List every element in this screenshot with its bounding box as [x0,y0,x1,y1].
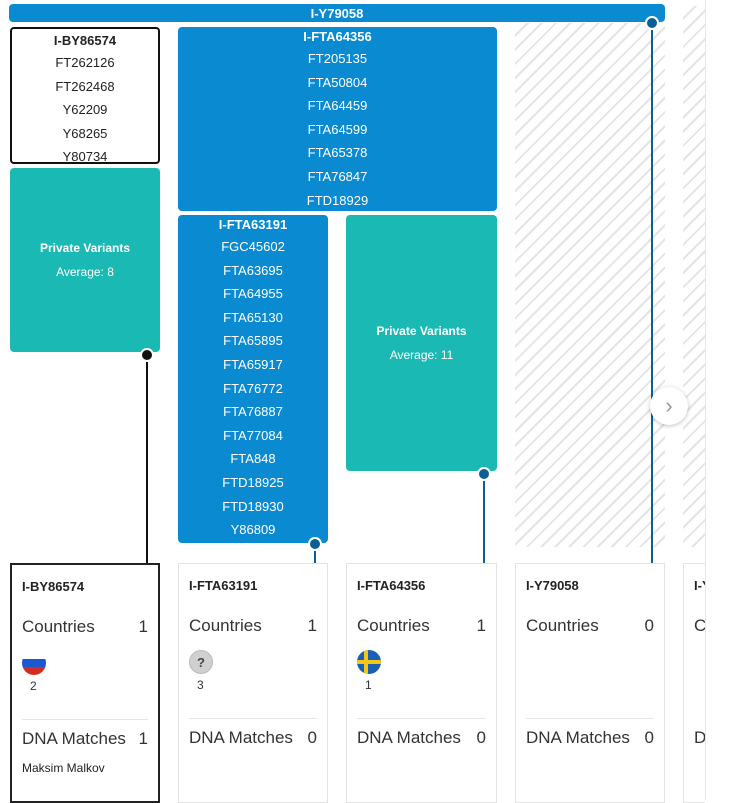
variant-item: FGC45602 [221,239,285,254]
branch-header: I-FTA63191 [218,217,288,232]
chevron-right-icon: › [665,393,673,418]
dna-matches-label: DNA Matches [357,728,461,747]
countries-count: 1 [138,617,148,636]
variant-item: FTA76847 [307,168,368,184]
variant-item: FTA65917 [223,356,283,372]
countries-label: Countries [526,616,599,635]
branch-box-by86574[interactable]: I-BY86574 FT262126 FT262468 Y62209 Y6826… [10,27,160,164]
variant-item: FTD18929 [306,192,369,208]
connector-line [146,354,148,566]
branch-bar-label: I-Y79058 [310,5,364,21]
variant-item: FTD18930 [222,498,284,514]
connector-dot [645,16,659,30]
countries-count: 0 [644,616,654,635]
countries-label: Countries [189,616,262,635]
variant-item: FTA76772 [223,380,283,396]
private-variants-title: Private Variants [376,324,467,338]
variant-item: FTA65378 [307,145,368,161]
private-variants-average: Average: 11 [389,348,454,362]
connector-line [314,544,316,566]
variant-item: FTA65130 [223,309,283,325]
haplogroup-card-y79058[interactable]: I-Y79058 Countries 0 DNA Matches 0 [515,563,665,803]
variant-item: Y62209 [62,102,108,118]
connector-line [483,474,485,566]
branch-header: I-FTA64356 [303,29,372,44]
right-edge-divider [705,0,706,800]
member-name[interactable]: Maksim Malkov [22,761,105,775]
connector-dot [477,467,491,481]
countries-label: Countries [22,617,95,636]
countries-label: C [694,616,705,635]
dna-matches-count: 0 [644,728,654,747]
variant-item: FTD18925 [222,474,284,490]
branch-box-fta64356[interactable]: I-FTA64356 FT205135 FTA50804 FTA64459 FT… [178,27,497,211]
card-title: I-Y79058 [526,578,579,593]
branch-box-fta63191[interactable]: I-FTA63191 FGC45602 FTA63695 FTA64955 FT… [178,215,328,543]
card-title: I-Y [694,578,705,593]
countries-count: 1 [476,616,486,635]
private-variants-box-left[interactable]: Private Variants Average: 8 [10,168,160,352]
haplogroup-card-fta64356[interactable]: I-FTA64356 Countries 1 1 DNA Matches 0 [346,563,497,803]
card-divider [22,719,148,720]
unknown-flag-icon[interactable]: ? [189,650,213,674]
connector-line [651,23,653,566]
haplogroup-card-by86574[interactable]: I-BY86574 Countries 1 2 DNA Matches 1 Ma… [10,563,160,803]
variant-item: Y80734 [62,149,108,165]
sweden-flag-icon[interactable] [357,650,381,674]
card-divider [189,718,317,719]
card-title: I-FTA64356 [357,578,426,593]
variant-item: FTA64599 [307,121,368,137]
dna-matches-count: 1 [138,729,148,748]
private-variants-title: Private Variants [39,241,131,255]
branch-header: I-BY86574 [53,33,117,48]
flag-count: 2 [30,679,37,693]
countries-label: Countries [357,616,430,635]
card-divider [357,718,486,719]
variant-item: FT205135 [307,51,368,66]
variant-item: FTA63695 [223,262,283,278]
dna-matches-count: 0 [307,728,317,747]
dna-matches-label: D [694,728,705,747]
variant-item: FTA848 [230,451,276,467]
empty-branch-area [515,23,665,547]
dna-matches-label: DNA Matches [22,729,126,748]
variant-item: Y86809 [230,522,276,538]
variant-item: FTA65895 [223,333,283,349]
private-variants-box-right[interactable]: Private Variants Average: 11 [346,215,497,471]
flag-count: 3 [197,678,204,692]
dna-matches-label: DNA Matches [526,728,630,747]
dna-matches-count: 0 [476,728,486,747]
dna-matches-label: DNA Matches [189,728,293,747]
countries-count: 1 [307,616,317,635]
card-title: I-FTA63191 [189,578,258,593]
variant-item: FTA64459 [307,98,368,114]
branch-bar-y79058[interactable]: I-Y79058 [9,4,665,22]
flag-count: 1 [365,678,372,692]
card-clip: I-Y C D [683,563,705,803]
empty-branch-area-2 [683,6,705,547]
card-title: I-BY86574 [22,579,85,594]
next-button[interactable]: › [650,387,688,425]
card-divider [526,718,654,719]
connector-dot [140,348,154,362]
variant-item: FTA77084 [223,427,283,443]
russia-flag-icon[interactable] [22,651,46,675]
variant-item: FTA76887 [223,404,283,420]
connector-dot [308,537,322,551]
variant-item: FTA64955 [223,286,283,302]
variant-item: Y68265 [62,125,108,141]
haplogroup-card-fta63191[interactable]: I-FTA63191 Countries 1 ? 3 DNA Matches 0 [178,563,328,803]
variant-item: FT262468 [55,78,115,94]
variant-item: FTA50804 [307,74,368,90]
question-mark-icon: ? [197,654,205,670]
variant-item: FT262126 [55,55,115,70]
haplogroup-card-partial[interactable]: I-Y C D [683,563,705,803]
private-variants-average: Average: 8 [56,265,114,279]
